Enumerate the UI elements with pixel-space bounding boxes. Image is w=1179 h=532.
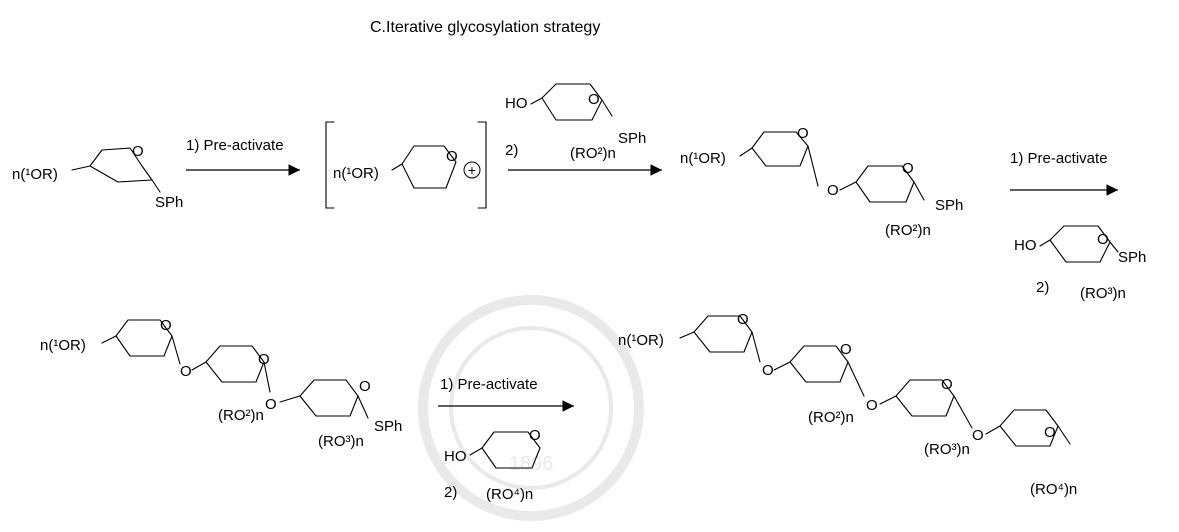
ring-oxygen: O (160, 317, 172, 334)
glycosidic-oxygen: O (972, 427, 984, 444)
step-add: 2) (505, 142, 518, 159)
reaction-arrow-3: 1) Pre-activate HO O SPh 2) (RO³)n (1010, 150, 1146, 302)
protecting-group-ro2: (RO²)n (808, 409, 854, 426)
oxocarbenium-intermediate: n(¹OR) O + (325, 121, 487, 209)
glycosidic-oxygen: O (866, 397, 878, 414)
thiophenyl-label: SPh (618, 130, 646, 147)
glycosidic-oxygen: O (180, 363, 192, 380)
ring-oxygen: O (258, 351, 270, 368)
scheme-title: C.Iterative glycosylation strategy (370, 19, 600, 36)
protecting-group-ro3: (RO³)n (924, 441, 970, 458)
acceptor-hydroxyl: HO (1014, 237, 1037, 254)
protecting-group-ro2: (RO²)n (570, 145, 616, 162)
protecting-group-ro3: (RO³)n (1080, 285, 1126, 302)
protecting-group-label: n(¹OR) (40, 337, 86, 354)
reaction-arrow-1: 1) Pre-activate (186, 137, 300, 176)
step-preactivate: 1) Pre-activate (186, 137, 284, 154)
donor-thioglycoside: n(¹OR) O SPh (12, 143, 183, 211)
protecting-group-label: n(¹OR) (12, 166, 58, 183)
acceptor-hydroxyl: HO (505, 95, 528, 112)
ring-oxygen: O (529, 427, 541, 444)
ring-oxygen: O (941, 376, 953, 393)
protecting-group-label: n(¹OR) (680, 150, 726, 167)
protecting-group-label: n(¹OR) (618, 332, 664, 349)
ring-oxygen: O (132, 143, 144, 160)
ring-oxygen: O (588, 91, 600, 108)
glycosidic-oxygen: O (762, 362, 774, 379)
ring-oxygen: O (737, 311, 749, 328)
tetrasaccharide-product: n(¹OR) O O O O (RO²)n O O (RO³)n O (RO⁴)… (618, 311, 1077, 498)
step-preactivate: 1) Pre-activate (1010, 150, 1108, 167)
watermark-year: 1896 (509, 453, 554, 475)
glycosidic-oxygen: O (827, 182, 839, 199)
ring-oxygen: O (840, 341, 852, 358)
disaccharide-thioglycoside: n(¹OR) O O O SPh (RO²)n (680, 125, 963, 239)
ring-oxygen: O (1097, 231, 1109, 248)
protecting-group-ro4: (RO⁴)n (486, 486, 533, 503)
ring-oxygen: O (359, 378, 371, 395)
reaction-arrow-4: 1) Pre-activate HO O 2) (RO⁴)n (438, 376, 574, 503)
ring-oxygen: O (1044, 424, 1056, 441)
reaction-arrow-2: HO O SPh 2) (RO²)n (505, 83, 662, 176)
glycosidic-oxygen: O (265, 396, 277, 413)
ring-oxygen: O (446, 148, 458, 165)
protecting-group-ro4: (RO⁴)n (1030, 481, 1077, 498)
step-preactivate: 1) Pre-activate (440, 376, 538, 393)
thiophenyl-label: SPh (1118, 249, 1146, 266)
ring-oxygen: O (902, 160, 914, 177)
thiophenyl-label: SPh (155, 194, 183, 211)
positive-charge: + (468, 162, 476, 178)
protecting-group-label: n(¹OR) (333, 165, 379, 182)
step-add: 2) (444, 484, 457, 501)
step-add: 2) (1036, 279, 1049, 296)
protecting-group-ro2: (RO²)n (885, 222, 931, 239)
watermark-seal: 1896 (418, 295, 644, 521)
protecting-group-ro2: (RO²)n (218, 407, 264, 424)
acceptor-hydroxyl: HO (444, 448, 467, 465)
thiophenyl-label: SPh (935, 197, 963, 214)
protecting-group-ro3: (RO³)n (318, 433, 364, 450)
trisaccharide-thioglycoside: n(¹OR) O O O O (RO²)n O SPh (RO³)n (40, 317, 402, 450)
thiophenyl-label: SPh (374, 418, 402, 435)
ring-oxygen: O (797, 125, 809, 142)
